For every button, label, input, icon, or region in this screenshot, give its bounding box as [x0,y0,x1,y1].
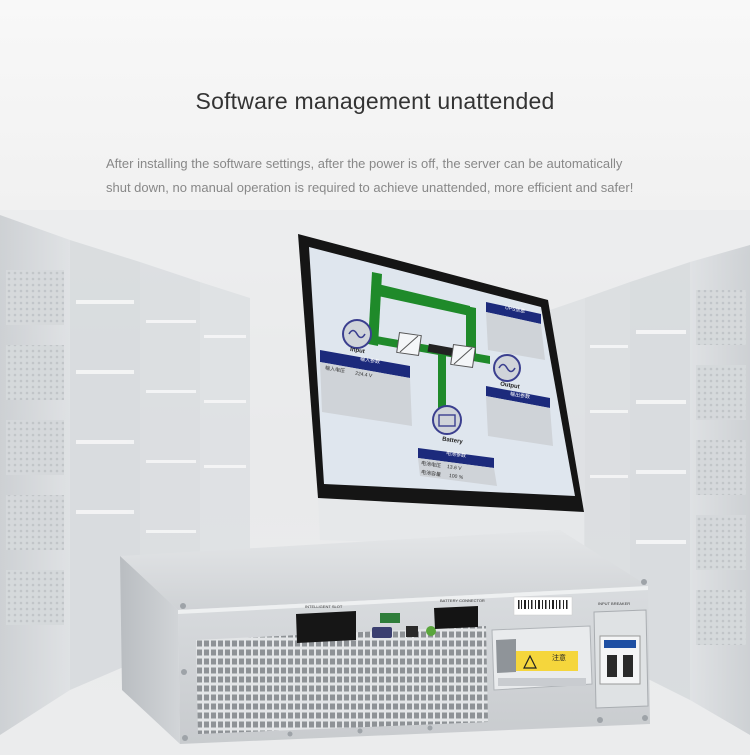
usb-port [406,626,418,637]
serial-port [372,627,392,638]
intelligent-slot-label: INTELLIGENT SLOT [305,604,343,609]
caution-label [516,651,578,671]
page-description: After installing the software settings, … [106,152,666,199]
page-headline: Software management unattended [195,88,555,114]
status-led [426,626,436,636]
input-breaker-label: INPUT BREAKER [598,601,631,606]
battery-connector-label: BATTERY CONNECTOR [440,598,485,603]
ups-device-body [120,530,650,744]
caution-label-text: 注意 [552,655,566,662]
description-line-2: shut down, no manual operation is requir… [106,179,634,195]
description-line-1: After installing the software settings, … [106,156,623,171]
screen-diagram [320,272,553,486]
